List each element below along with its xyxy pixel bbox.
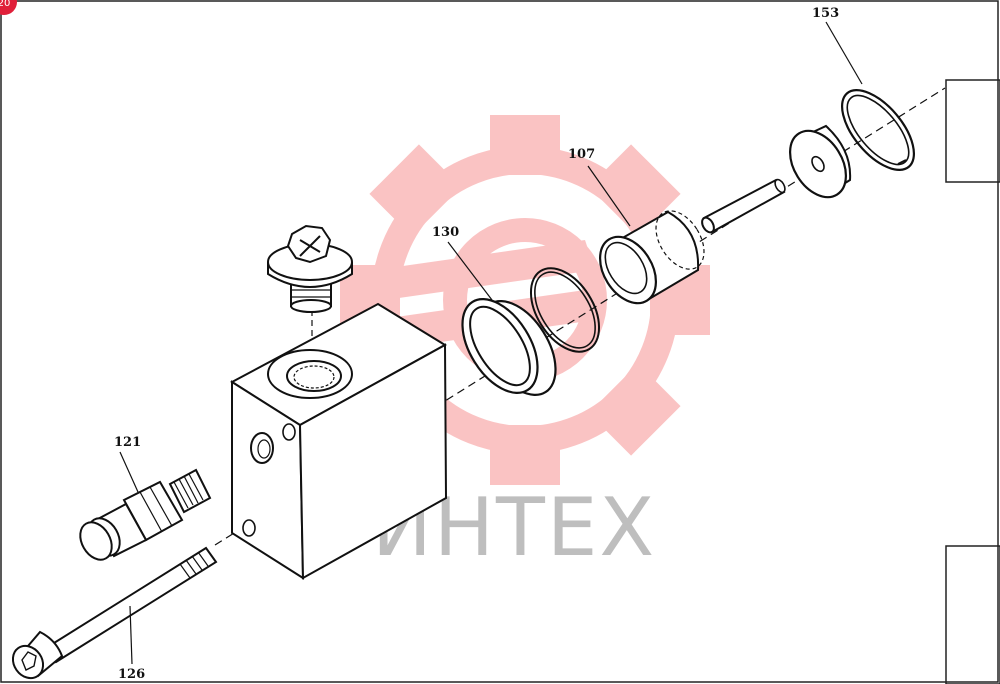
leader-107 <box>587 165 631 227</box>
leader-153 <box>825 21 863 85</box>
fitting-121 <box>79 468 212 561</box>
hex-plug <box>267 224 353 313</box>
callout-126: 126 <box>118 667 145 682</box>
callout-121: 121 <box>114 435 141 450</box>
valve-block <box>230 302 448 580</box>
frame-box-bottom-right <box>945 545 1000 684</box>
callout-153: 153 <box>812 6 839 21</box>
frame-box-top-right <box>945 79 1000 183</box>
pin <box>701 178 786 234</box>
o-ring <box>529 267 601 353</box>
corner-badge: 20 <box>0 0 17 15</box>
snap-ring-153 <box>840 89 916 171</box>
callout-130: 130 <box>432 225 459 240</box>
sleeve-107 <box>599 210 705 305</box>
leader-121 <box>119 451 139 493</box>
svg-text:20: 20 <box>0 0 10 9</box>
callout-107: 107 <box>568 147 595 162</box>
disc <box>789 124 852 199</box>
ring-130 <box>461 298 557 396</box>
leader-130 <box>447 241 493 301</box>
leader-126 <box>129 605 133 665</box>
bolt-126 <box>11 546 218 680</box>
